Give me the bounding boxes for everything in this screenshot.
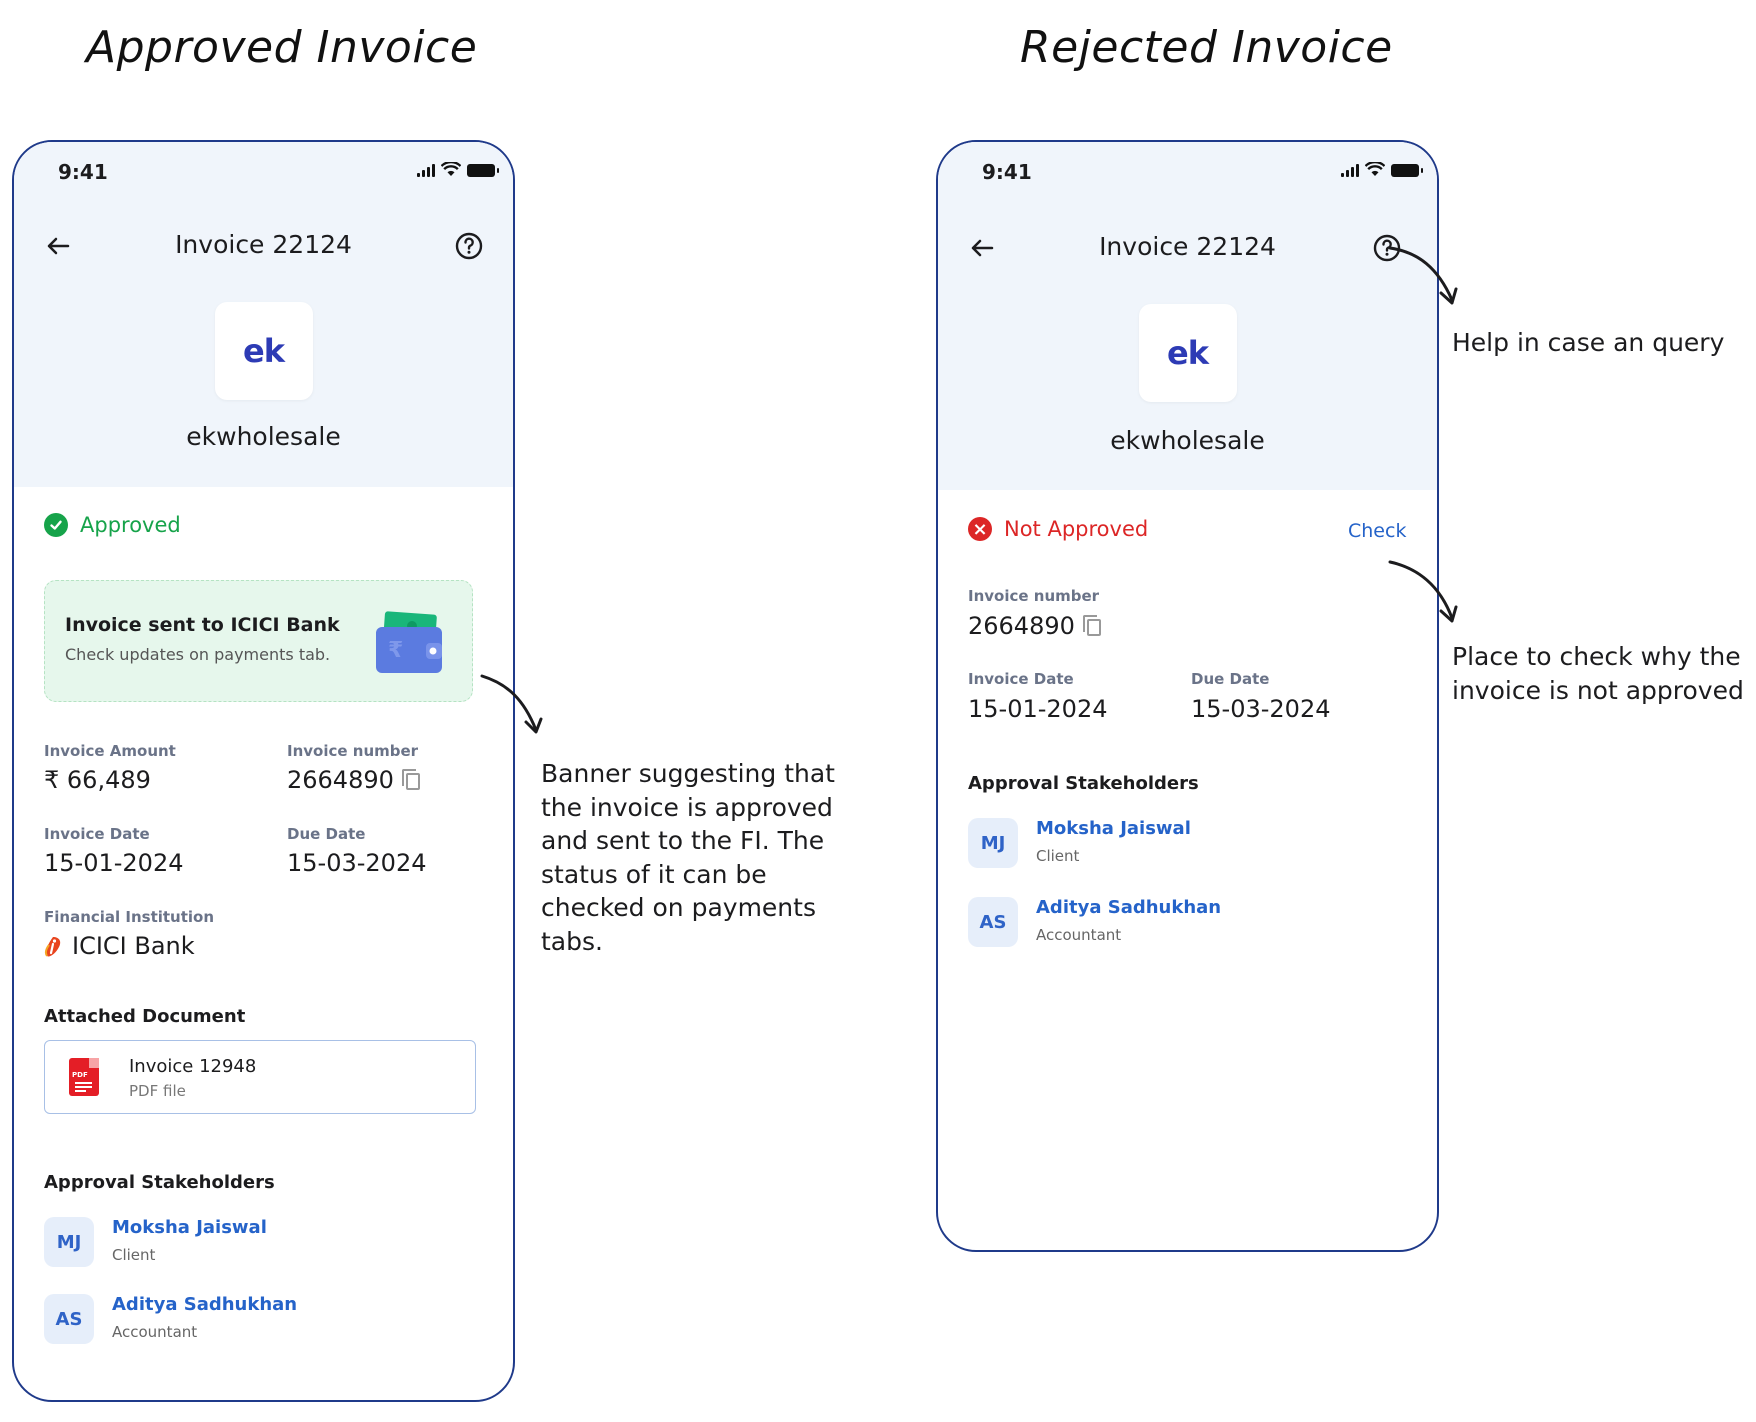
avatar: AS <box>44 1294 94 1344</box>
avatar: MJ <box>44 1217 94 1267</box>
invoice-number-value-row: 2664890 <box>968 612 1101 640</box>
invoice-date-label: Invoice Date <box>968 670 1074 688</box>
due-date-value: 15-03-2024 <box>1191 695 1331 723</box>
signal-icon <box>417 163 435 177</box>
wifi-icon <box>1365 162 1385 176</box>
stakeholder-name[interactable]: Moksha Jaiswal <box>112 1217 267 1238</box>
back-arrow-icon[interactable] <box>42 230 74 262</box>
stakeholder-role: Client <box>112 1246 156 1264</box>
due-date-value: 15-03-2024 <box>287 849 427 877</box>
status-bar-time: 9:41 <box>982 160 1032 184</box>
due-date-label: Due Date <box>1191 670 1270 688</box>
avatar: AS <box>968 897 1018 947</box>
stakeholder-name[interactable]: Moksha Jaiswal <box>1036 818 1191 839</box>
stakeholder-role: Accountant <box>112 1323 198 1341</box>
banner-annotation-arrow <box>480 674 543 734</box>
banner-subtitle: Check updates on payments tab. <box>65 645 331 664</box>
annotation-line: invoice is not approved <box>1452 675 1744 705</box>
approval-status: Approved <box>44 513 181 537</box>
wallet-icon: ₹ <box>376 611 442 673</box>
stakeholder-role: Client <box>1036 847 1080 865</box>
fi-name: ICICI Bank <box>72 932 195 960</box>
nav-bar: Invoice 22124 <box>938 224 1437 272</box>
check-circle-icon <box>44 513 68 537</box>
copy-icon[interactable] <box>401 768 420 790</box>
due-date-label: Due Date <box>287 825 366 843</box>
invoice-amount-value: ₹ 66,489 <box>44 766 151 794</box>
invoice-number-value-row: 2664890 <box>287 766 420 794</box>
banner-annotation: Banner suggesting that the invoice is ap… <box>541 757 835 958</box>
rejected-invoice-heading: Rejected Invoice <box>1020 22 1393 73</box>
pdf-file-icon: PDF <box>69 1058 99 1096</box>
x-circle-icon: × <box>968 517 992 541</box>
document-name: Invoice 12948 <box>129 1056 257 1077</box>
logo-text: ek <box>243 332 285 370</box>
rejected-phone-screen: 9:41 Invoice 22124 ek ekwholesale × Not … <box>936 140 1439 1252</box>
annotation-line: checked on payments <box>541 893 816 922</box>
financial-institution-label: Financial Institution <box>44 908 215 926</box>
annotation-line: status of it can be <box>541 859 767 889</box>
company-name: ekwholesale <box>1110 426 1265 455</box>
copy-icon[interactable] <box>1082 614 1101 636</box>
invoice-title: Invoice 22124 <box>1099 232 1276 261</box>
invoice-sent-banner[interactable]: Invoice sent to ICICI Bank Check updates… <box>44 580 473 702</box>
annotation-line: the invoice is approved <box>541 792 833 822</box>
battery-icon <box>467 164 499 177</box>
help-annotation-arrow <box>1388 246 1458 305</box>
approved-phone-screen: 9:41 Invoice 22124 ek ekwholesale Approv… <box>12 140 515 1402</box>
stakeholder-role: Accountant <box>1036 926 1122 944</box>
invoice-date-value: 15-01-2024 <box>968 695 1108 723</box>
attached-document-card[interactable]: PDF Invoice 12948 PDF file <box>44 1040 476 1114</box>
status-bar-icons <box>417 162 499 177</box>
invoice-header: 9:41 Invoice 22124 ek ekwholesale <box>14 142 513 487</box>
signal-icon <box>1341 163 1359 177</box>
banner-title: Invoice sent to ICICI Bank <box>65 614 340 636</box>
annotation-line: tabs. <box>541 926 603 956</box>
approval-status: × Not Approved <box>968 517 1148 541</box>
company-logo: ek <box>1138 304 1237 402</box>
wifi-icon <box>441 162 461 176</box>
approval-stakeholders-title: Approval Stakeholders <box>44 1172 275 1193</box>
icici-logo-icon <box>44 937 61 957</box>
attached-document-title: Attached Document <box>44 1006 246 1027</box>
logo-text: ek <box>1167 334 1209 372</box>
annotation-line: Banner suggesting that <box>541 759 835 788</box>
invoice-date-label: Invoice Date <box>44 825 150 843</box>
back-arrow-icon[interactable] <box>966 232 998 264</box>
status-bar-time: 9:41 <box>58 160 108 184</box>
invoice-amount-label: Invoice Amount <box>44 742 176 760</box>
financial-institution-value: ICICI Bank <box>44 932 195 960</box>
avatar: MJ <box>968 818 1018 868</box>
status-label: Not Approved <box>1004 517 1149 541</box>
company-name: ekwholesale <box>186 422 341 451</box>
help-annotation: Help in case an query <box>1452 328 1725 357</box>
document-type: PDF file <box>129 1082 186 1100</box>
svg-text:₹: ₹ <box>388 638 403 663</box>
battery-icon <box>1391 164 1423 177</box>
invoice-date-value: 15-01-2024 <box>44 849 184 877</box>
status-label: Approved <box>80 513 181 537</box>
check-annotation-arrow <box>1388 560 1458 623</box>
invoice-header: 9:41 Invoice 22124 ek ekwholesale <box>938 142 1437 490</box>
invoice-number-label: Invoice number <box>287 742 419 760</box>
help-icon[interactable] <box>453 230 485 262</box>
nav-bar: Invoice 22124 <box>14 222 513 270</box>
check-annotation: Place to check why the invoice is not ap… <box>1452 640 1744 707</box>
stakeholder-name[interactable]: Aditya Sadhukhan <box>112 1294 298 1315</box>
invoice-number-value: 2664890 <box>287 766 394 794</box>
invoice-title: Invoice 22124 <box>175 230 352 259</box>
stakeholder-name[interactable]: Aditya Sadhukhan <box>1036 897 1222 918</box>
status-bar-icons <box>1341 162 1423 177</box>
annotation-line: and sent to the FI. The <box>541 826 825 855</box>
approved-invoice-heading: Approved Invoice <box>86 22 478 73</box>
company-logo: ek <box>214 302 313 400</box>
invoice-number-label: Invoice number <box>968 587 1100 605</box>
check-link[interactable]: Check <box>1348 520 1407 542</box>
annotation-line: Place to check why the <box>1452 642 1741 671</box>
approval-stakeholders-title: Approval Stakeholders <box>968 773 1199 794</box>
invoice-number-value: 2664890 <box>968 612 1075 640</box>
